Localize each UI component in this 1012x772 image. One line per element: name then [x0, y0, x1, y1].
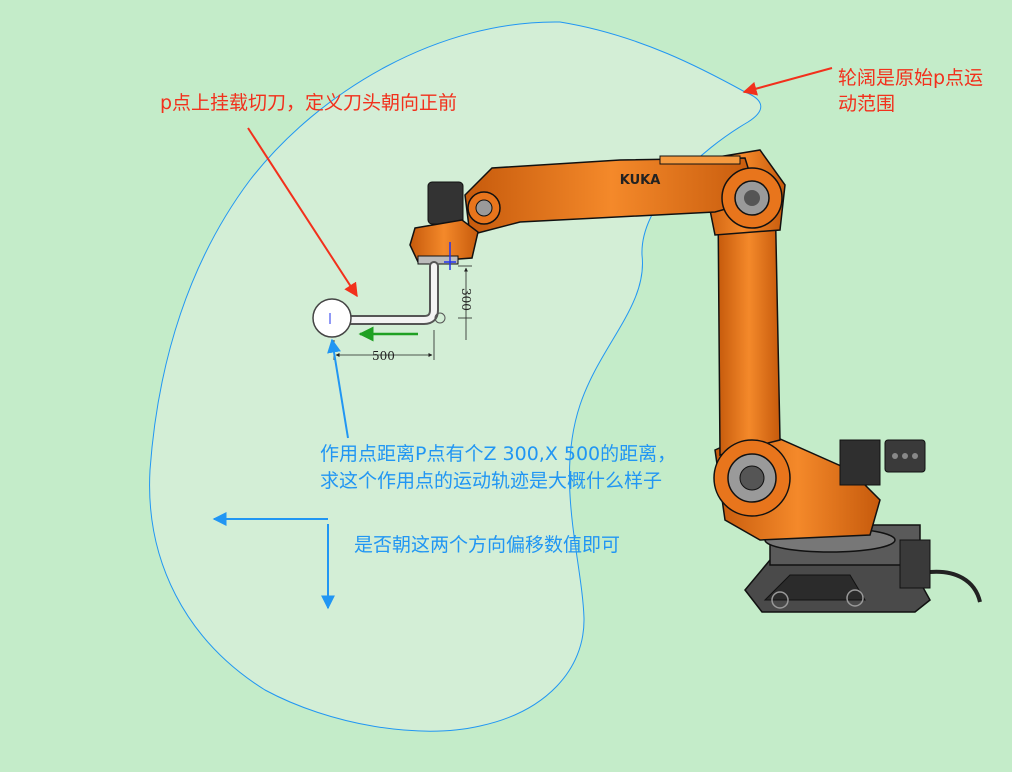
- annotation-workspace-line2: 动范围: [838, 93, 896, 115]
- dimension-lines: 300 500: [333, 265, 473, 363]
- annotation-question-line2: 求这个作用点的运动轨迹是大概什么样子: [320, 470, 663, 492]
- cutter-head: [312, 298, 352, 338]
- annotation-cutter-mount: p点上挂载切刀，定义刀头朝向正前: [160, 92, 458, 114]
- robot-wrist: [409, 219, 479, 263]
- cutter-tool: [312, 261, 446, 338]
- annotation-offset-question: 是否朝这两个方向偏移数值即可: [354, 534, 621, 556]
- kuka-logo: KUKA: [620, 173, 661, 188]
- red-arrow-to-cutter: [247, 127, 358, 298]
- blue-arrow-to-cutter: [327, 338, 349, 439]
- wrist-motor: [427, 181, 464, 225]
- kuka-robot: KUKA: [409, 149, 982, 613]
- workspace-outline: [149, 21, 762, 732]
- dim-300-label: 300: [459, 288, 473, 311]
- dim-500-label: 500: [372, 349, 395, 363]
- robot-cable: [929, 569, 982, 603]
- annotation-question-line1: 作用点距离P点有个Z 300,X 500的距离，: [320, 443, 677, 465]
- red-arrow-to-outline: [742, 67, 833, 96]
- annotation-workspace-line1: 轮阔是原始p点运: [838, 67, 984, 89]
